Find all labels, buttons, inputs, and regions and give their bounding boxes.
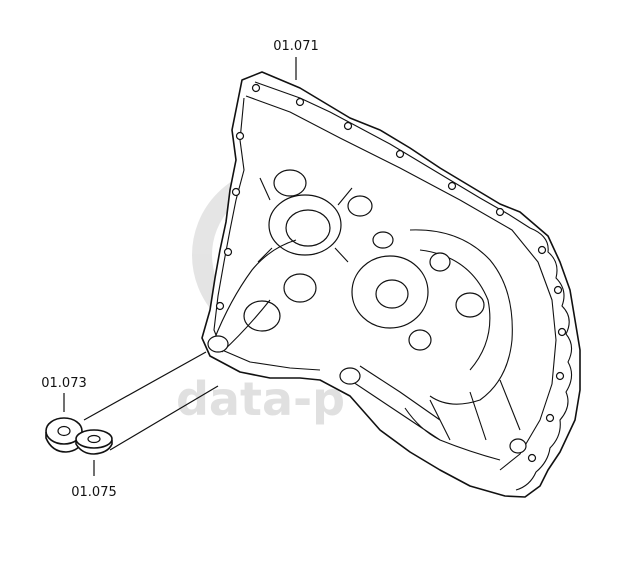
housing-drawing [201,71,581,498]
cavity-boss-1 [429,252,451,272]
label-01-073: 01.073 [41,376,87,391]
lower-port-2 [509,438,527,454]
assembly-line-073 [83,351,207,421]
watermark-text: data-p [176,372,345,426]
cavity-boss-2 [455,292,485,318]
boss-small [372,231,394,249]
label-01-071: 01.071 [273,39,319,54]
upper-bore-ribs [257,177,353,263]
boss-top [273,169,307,197]
washer-01-075 [75,429,113,455]
label-01-075: 01.075 [71,485,117,500]
upper-bore-inner [285,209,331,247]
leader-lines [63,57,297,476]
washer-01-073 [45,417,83,453]
center-bore-inner [375,279,409,309]
lower-ribs [349,365,521,461]
boss-mid [283,273,317,303]
flange-edge [254,81,573,491]
lower-port [339,367,361,385]
boss-low [243,300,281,332]
boss-right [347,195,373,217]
cavity-boss-3 [408,329,432,351]
washer-75-hole [87,434,101,444]
mount-hole-left [207,335,229,353]
flange-rim [245,95,557,471]
bolt-holes [215,83,567,463]
assembly-line-075 [109,385,219,451]
left-rim [213,97,321,371]
washer-73-hole [57,425,71,437]
